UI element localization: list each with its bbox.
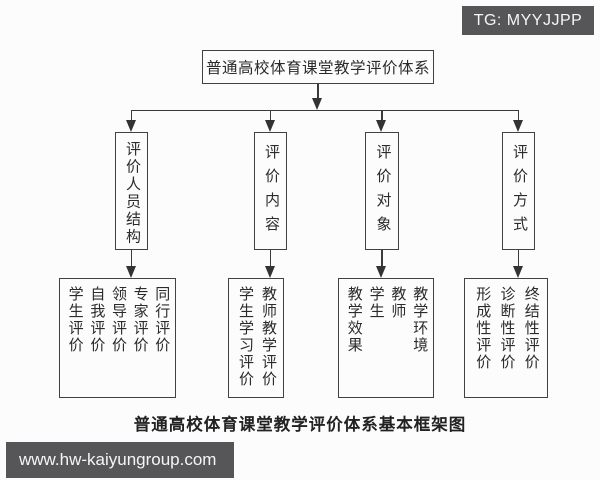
root-node-label: 普通高校体育课堂教学评价体系 [205,60,430,77]
branch3-drop-line [381,110,383,120]
leaf-item: 教学环境 [411,286,428,354]
branch1-arrowhead-icon [125,120,136,132]
branch3-arrowhead-icon [376,120,386,132]
leaf4-drop-line [517,250,520,266]
trunk-arrowhead-icon [312,98,322,110]
branch-node-content: 评价内容 [254,132,287,250]
root-node: 普通高校体育课堂教学评价体系 [202,50,434,84]
branch1-drop-line [130,110,133,120]
watermark-bar: www.hw-kaiyungroup.com [6,442,234,478]
leaf1-drop-line [130,250,133,266]
branch-node-personnel: 评价人员结构 [115,132,148,250]
leaf-item: 形成性评价 [474,286,491,371]
leaf-box-content: 学生学习评价 教师教学评价 [228,278,284,398]
branch-node-object: 评价对象 [365,132,399,250]
tg-badge: TG: MYYJJPP [462,6,594,35]
branch-node-label: 评价人员结构 [124,141,140,246]
leaf3-arrowhead-icon [376,266,386,278]
leaf2-drop-line [269,250,272,266]
bus-line [131,109,519,111]
leaf-item: 学生评价 [66,286,83,354]
leaf-item: 诊断性评价 [498,286,515,371]
leaf-item: 教师教学评价 [260,286,276,388]
branch4-arrowhead-icon [512,120,523,132]
leaf-box-personnel: 学生评价 自我评价 领导评价 专家评价 同行评价 [59,278,176,398]
leaf-item: 教师 [389,286,406,320]
leaf-item: 学生 [367,286,384,320]
watermark-url: www.hw-kaiyungroup.com [19,450,217,469]
leaf-item: 终结性评价 [522,286,539,371]
branch-node-label: 评价方式 [511,144,527,240]
leaf-item: 自我评价 [88,286,105,354]
branch2-arrowhead-icon [264,120,275,132]
leaf1-arrowhead-icon [125,266,136,278]
leaf4-arrowhead-icon [512,266,523,278]
tg-badge-label: TG: MYYJJPP [473,11,583,29]
leaf3-drop-line [381,250,383,266]
leaf2-arrowhead-icon [264,266,275,278]
branch-node-method: 评价方式 [502,132,535,250]
leaf-box-object: 教学效果 学生 教师 教学环境 [338,278,434,398]
branch-node-label: 评价对象 [374,144,391,240]
branch2-drop-line [269,110,272,120]
leaf-item: 同行评价 [153,286,170,354]
trunk-line [317,84,319,98]
figure-caption: 普通高校体育课堂教学评价体系基本框架图 [133,415,467,434]
leaf-box-method: 形成性评价 诊断性评价 终结性评价 [464,278,548,398]
leaf-item: 学生学习评价 [237,286,253,388]
leaf-item: 教学效果 [345,286,362,354]
branch4-drop-line [517,110,520,120]
leaf-item: 专家评价 [131,286,148,354]
branch-node-label: 评价内容 [263,144,279,240]
leaf-item: 领导评价 [109,286,126,354]
